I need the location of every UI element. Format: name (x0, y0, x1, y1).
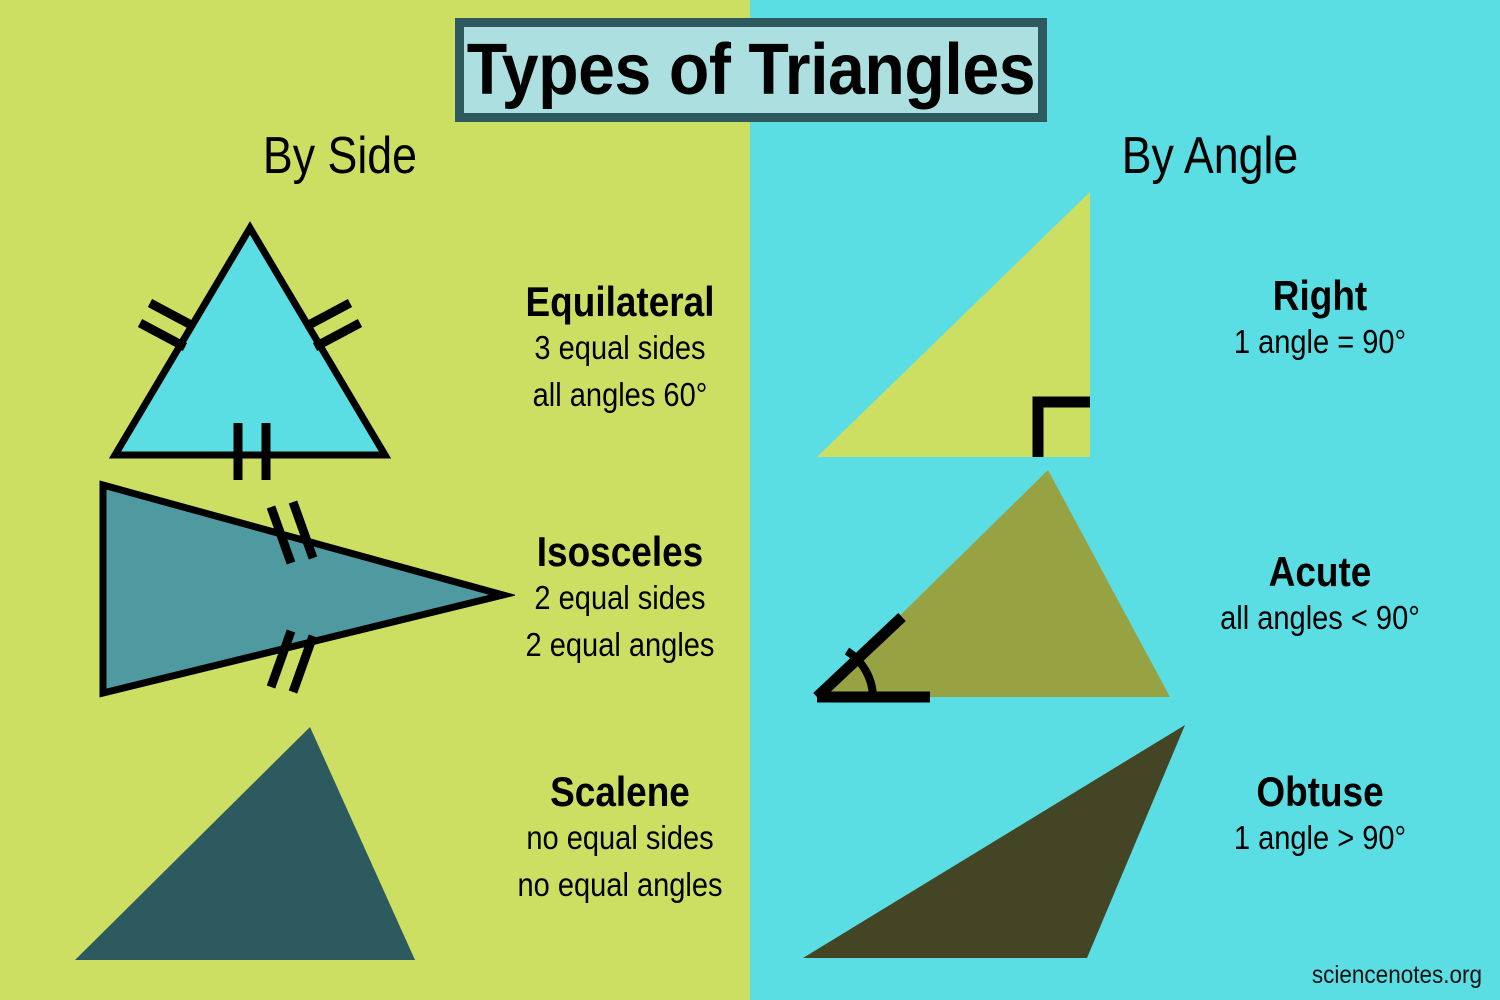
label-block-equilateral: Equilateral 3 equal sides all angles 60° (470, 278, 770, 419)
right-triangle-icon (817, 192, 1090, 457)
label-block-isosceles: Isosceles 2 equal sides 2 equal angles (470, 528, 770, 669)
obtuse-triangle-icon (803, 725, 1185, 958)
label-title-acute: Acute (1268, 548, 1372, 595)
label-line-isosceles-1: 2 equal sides (534, 579, 706, 617)
label-block-acute: Acute all angles < 90° (1170, 548, 1470, 642)
label-line-right-1: 1 angle = 90° (1233, 323, 1407, 361)
isosceles-triangle-figure (85, 475, 517, 710)
page-title: Types of Triangles (466, 30, 1036, 110)
label-line-equilateral-1: 3 equal sides (534, 329, 706, 367)
label-title-equilateral: Equilateral (525, 278, 715, 325)
obtuse-triangle-figure (795, 715, 1215, 970)
label-title-isosceles: Isosceles (536, 528, 704, 575)
column-heading-by-angle: By Angle (1121, 127, 1299, 185)
label-block-obtuse: Obtuse 1 angle > 90° (1170, 768, 1470, 862)
label-block-right: Right 1 angle = 90° (1170, 272, 1470, 366)
label-title-obtuse: Obtuse (1256, 768, 1384, 815)
scalene-triangle-icon (75, 727, 415, 960)
label-line-equilateral-2: all angles 60° (532, 375, 708, 413)
scalene-triangle-figure (65, 715, 465, 970)
label-line-scalene-2: no equal angles (517, 865, 723, 903)
source-watermark: sciencenotes.org (1311, 961, 1482, 989)
equilateral-triangle-icon (108, 221, 392, 487)
column-heading-by-side: By Side (262, 127, 418, 185)
acute-triangle-icon (813, 470, 1170, 703)
angle-arc-marker (813, 612, 930, 703)
acute-triangle-figure (805, 465, 1205, 715)
label-line-isosceles-2: 2 equal angles (525, 625, 715, 663)
title-banner: Types of Triangles (455, 18, 1047, 122)
right-angle-marker (1032, 396, 1090, 457)
title-banner-inner: Types of Triangles (464, 27, 1038, 113)
equilateral-triangle-figure (95, 215, 405, 487)
isosceles-triangle-icon (99, 480, 517, 698)
label-line-acute-1: all angles < 90° (1220, 599, 1420, 637)
label-line-scalene-1: no equal sides (526, 819, 714, 857)
label-line-obtuse-1: 1 angle > 90° (1233, 819, 1407, 857)
label-title-scalene: Scalene (550, 768, 690, 815)
label-title-right: Right (1272, 272, 1368, 319)
right-triangle-figure (805, 185, 1125, 470)
label-block-scalene: Scalene no equal sides no equal angles (470, 768, 770, 909)
